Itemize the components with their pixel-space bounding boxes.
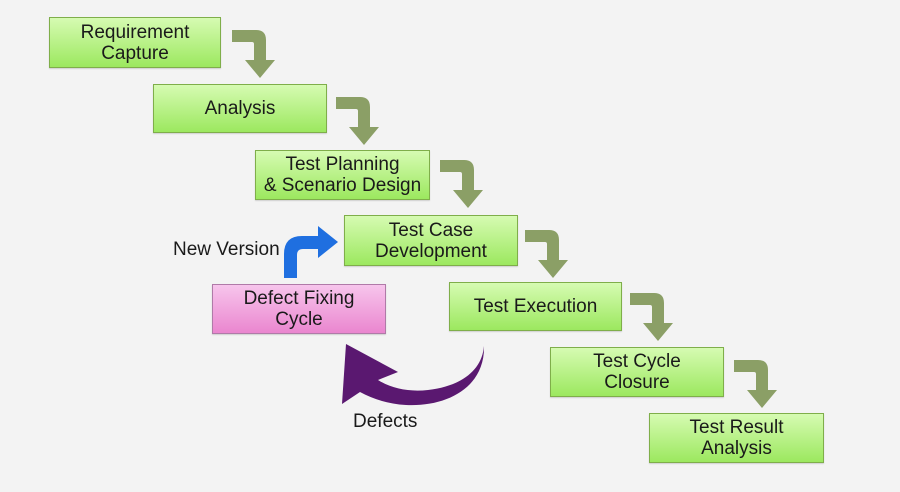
step-test-execution: Test Execution xyxy=(449,282,622,331)
step-test-case-development: Test Case Development xyxy=(344,215,518,266)
new-version-arrow xyxy=(284,226,338,278)
step-test-result-analysis: Test Result Analysis xyxy=(649,413,824,463)
new-version-label: New Version xyxy=(173,239,280,260)
step-requirement-capture: Requirement Capture xyxy=(49,17,221,68)
flow-arrow-1 xyxy=(232,30,275,78)
step-test-planning-scenario-design: Test Planning & Scenario Design xyxy=(255,150,430,200)
defects-label: Defects xyxy=(353,411,418,432)
defect-fixing-cycle-box: Defect Fixing Cycle xyxy=(212,284,386,334)
defects-arrow xyxy=(342,344,485,406)
step-analysis: Analysis xyxy=(153,84,327,133)
flow-arrow-5 xyxy=(630,293,673,341)
flow-arrow-6 xyxy=(734,360,777,408)
flow-arrow-2 xyxy=(336,97,379,145)
flow-arrow-4 xyxy=(525,230,568,278)
flow-arrow-3 xyxy=(440,160,483,208)
step-test-cycle-closure: Test Cycle Closure xyxy=(550,347,724,397)
